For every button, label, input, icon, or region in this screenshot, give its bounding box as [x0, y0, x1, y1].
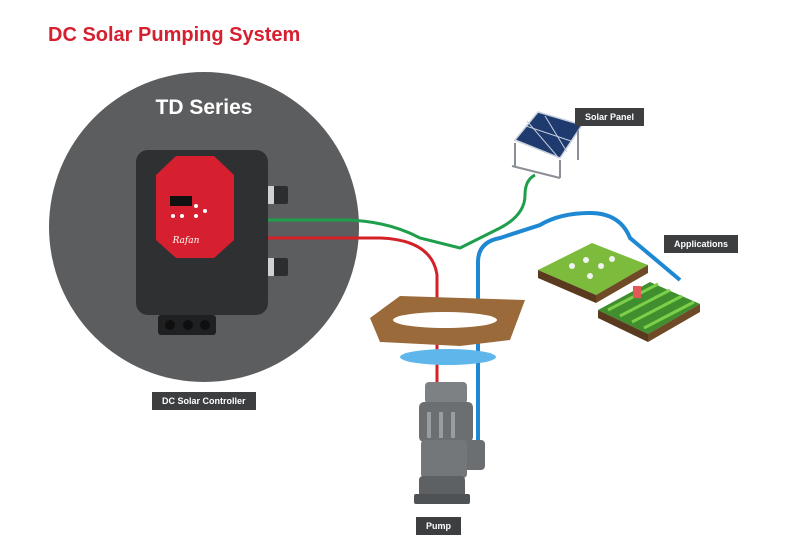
wire-red — [268, 236, 439, 395]
pump-icon — [414, 382, 485, 504]
wire-blue — [476, 210, 682, 468]
page-title: DC Solar Pumping System — [48, 24, 301, 46]
label-solar-panel: Solar Panel — [575, 108, 645, 126]
label-applications: Applications — [664, 235, 739, 253]
label-pump: Pump — [416, 517, 462, 535]
controller-brand: Rafan — [172, 236, 200, 246]
wire-green — [268, 173, 536, 250]
controller-icon: Rafan — [136, 150, 288, 335]
series-label: TD Series — [155, 96, 253, 119]
solar-panel-icon — [511, 111, 584, 179]
farm-icon — [538, 243, 700, 342]
label-dc-solar-controller: DC Solar Controller — [152, 392, 256, 410]
water-well-icon — [370, 296, 525, 365]
